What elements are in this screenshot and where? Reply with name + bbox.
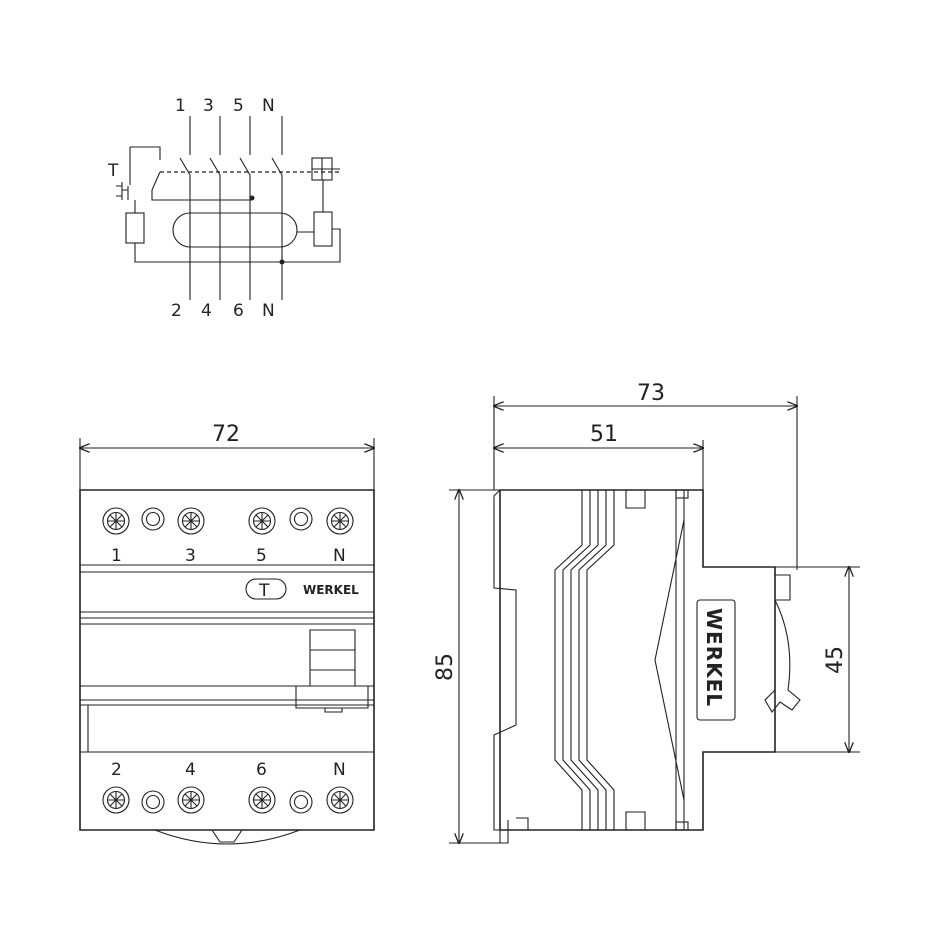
side-body-outline <box>499 489 776 831</box>
wiring-schematic: 1 3 5 N 2 4 6 N T <box>107 96 341 321</box>
top-terminal-screw-3 <box>177 507 205 535</box>
schematic-bottom-label-4: 4 <box>201 301 212 321</box>
side-brand-label: WERKEL <box>702 608 726 707</box>
top-terminal-hole-1 <box>141 507 165 531</box>
top-terminal-screw-1 <box>102 507 130 535</box>
bottom-terminal-screw-n <box>326 786 354 814</box>
bottom-terminal-hole-1 <box>141 790 165 814</box>
front-bottom-label-4: 4 <box>185 760 196 780</box>
front-top-label-n: N <box>333 546 346 566</box>
bottom-terminal-screw-2 <box>102 786 130 814</box>
overall-depth-dimension-label: 73 <box>637 381 665 406</box>
top-terminal-hole-2 <box>289 507 313 531</box>
front-top-label-3: 3 <box>185 546 196 566</box>
schematic-top-label-5: 5 <box>233 96 244 116</box>
schematic-bottom-label-n: N <box>262 301 275 321</box>
schematic-top-label-1: 1 <box>175 96 186 116</box>
test-button-outline <box>245 578 287 600</box>
schematic-bottom-label-6: 6 <box>233 301 244 321</box>
front-bottom-label-n: N <box>333 760 346 780</box>
front-view: 72 1 3 5 N T WERKEL 2 4 6 N <box>79 422 375 845</box>
top-terminal-screw-n <box>326 507 354 535</box>
side-brand-plate <box>696 599 736 721</box>
height-dimension-label: 85 <box>433 653 458 681</box>
width-dimension-label: 72 <box>212 422 240 447</box>
front-height-dimension-label: 45 <box>823 646 848 674</box>
front-bottom-label-6: 6 <box>256 760 267 780</box>
bottom-terminal-screw-4 <box>177 786 205 814</box>
side-view: 73 51 85 45 WERKEL <box>433 381 860 843</box>
front-bottom-label-2: 2 <box>111 760 122 780</box>
schematic-test-label: T <box>107 161 119 181</box>
top-terminal-screw-5 <box>248 507 276 535</box>
front-brand-label: WERKEL <box>303 583 359 597</box>
bottom-terminal-hole-2 <box>289 790 313 814</box>
body-depth-dimension-label: 51 <box>590 422 618 447</box>
schematic-bottom-label-2: 2 <box>171 301 182 321</box>
test-button-label: T <box>258 581 270 601</box>
front-body-outline <box>79 489 375 831</box>
front-top-label-1: 1 <box>111 546 122 566</box>
bottom-terminal-screw-6 <box>248 786 276 814</box>
front-top-label-5: 5 <box>256 546 267 566</box>
schematic-lines <box>116 116 341 300</box>
schematic-top-label-3: 3 <box>203 96 214 116</box>
schematic-top-label-n: N <box>262 96 275 116</box>
